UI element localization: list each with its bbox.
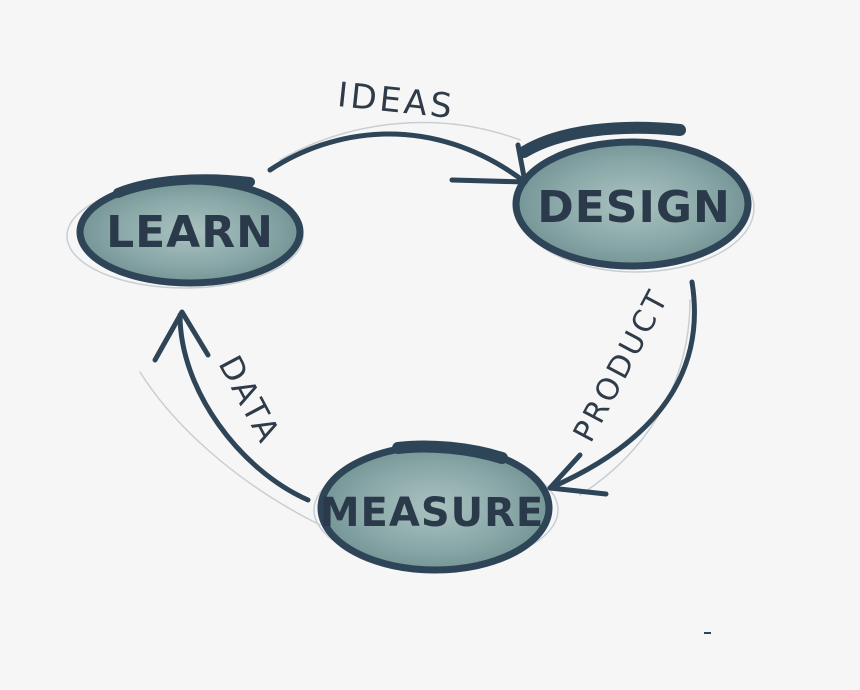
edge-learn-to-design: IDEAS (267, 75, 528, 185)
node-design-label: DESIGN (537, 182, 731, 233)
node-measure: MEASURE (317, 440, 553, 574)
node-design: DESIGN (512, 121, 752, 270)
node-measure-accent-stroke (392, 440, 508, 464)
edge-learn-to-design-label: IDEAS (336, 75, 457, 127)
edge-design-to-measure-label: PRODUCT (567, 283, 677, 448)
edge-measure-to-learn-label: DATA (211, 349, 289, 450)
edge-learn-to-design-arrowhead (449, 142, 528, 185)
edge-learn-to-design-arrow (267, 131, 528, 185)
node-learn-accent-stroke (113, 174, 255, 198)
node-design-shape (512, 138, 752, 270)
edge-design-to-measure-arrow (547, 279, 697, 491)
edge-design-to-measure-arrowhead (547, 452, 609, 497)
node-measure-label: MEASURE (320, 490, 545, 536)
node-learn-label: LEARN (106, 207, 274, 258)
edge-measure-to-learn: DATA (152, 309, 311, 503)
edge-measure-to-learn-arrow (177, 312, 311, 503)
node-design-accent-stroke (518, 121, 686, 158)
edge-measure-to-learn-arrowhead (152, 309, 211, 363)
node-learn: LEARN (76, 174, 304, 287)
